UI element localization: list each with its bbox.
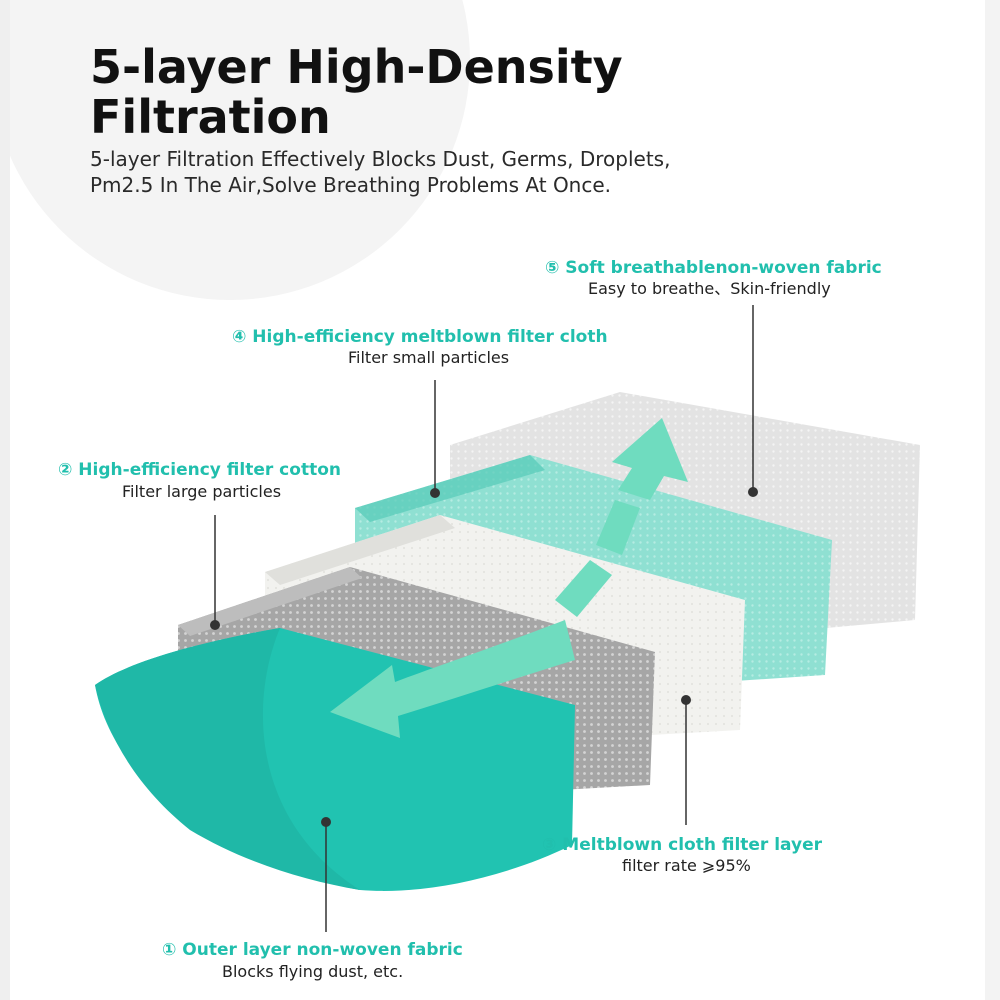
airflow-arrow — [330, 418, 688, 738]
callout-lines — [214, 305, 754, 932]
page-title: 5-layer High-Density Filtration — [90, 42, 790, 142]
callout-dots — [210, 487, 758, 827]
layer-4-desc: Filter small particles — [348, 348, 510, 367]
subtitle-line-2: Pm2.5 In The Air,Solve Breathing Problem… — [90, 173, 612, 197]
layer-2-desc: Filter large particles — [122, 482, 282, 501]
layer-1-desc: Blocks flying dust, etc. — [222, 962, 404, 981]
subtitle: 5-layer Filtration Effectively Blocks Du… — [90, 146, 850, 198]
layer-5-desc: Easy to breathe、Skin-friendly — [588, 279, 831, 298]
title-line-2: Filtration — [90, 90, 331, 144]
layer-4-label: ④ High-efficiency meltblown filter cloth — [232, 327, 608, 347]
layer-5-label: ⑤ Soft breathablenon-woven fabric — [545, 258, 882, 278]
layer-3-label: ③ Meltblown cloth filter layer — [542, 835, 823, 855]
title-line-1: 5-layer High-Density — [90, 40, 623, 94]
layer-3-desc: filter rate ⩾95% — [622, 856, 751, 875]
layer-2-label: ② High-efficiency filter cotton — [58, 460, 341, 480]
subtitle-line-1: 5-layer Filtration Effectively Blocks Du… — [90, 147, 671, 171]
layer-1-label: ① Outer layer non-woven fabric — [162, 940, 463, 960]
